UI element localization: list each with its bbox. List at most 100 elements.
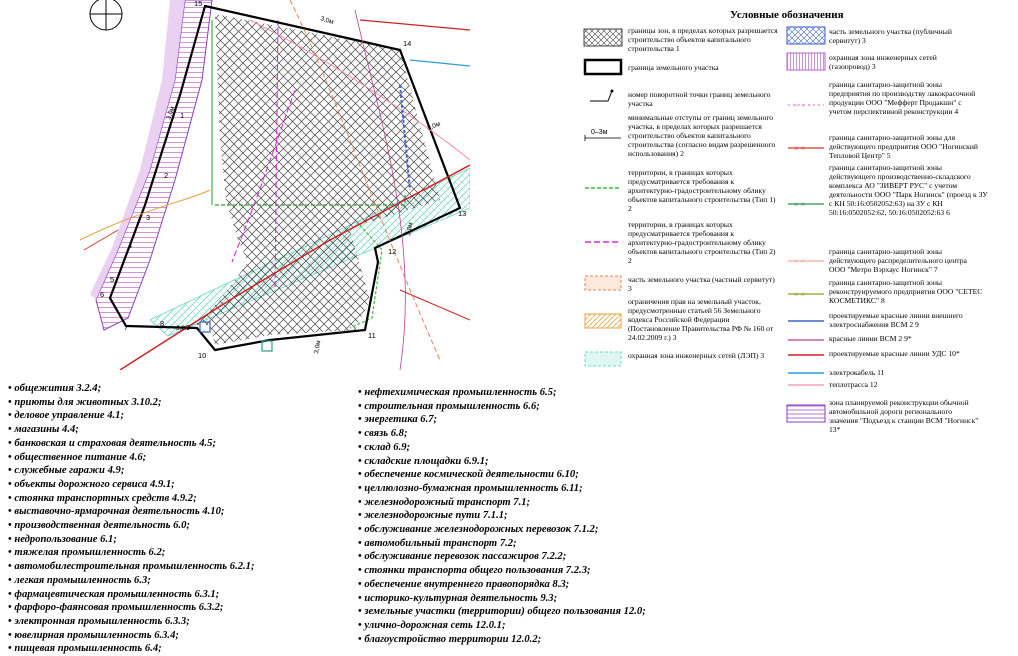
list-item: железнодорожный транспорт 7.1; [358,496,646,510]
point-label: 10 [198,351,206,360]
legend-item: охранная зона инженерных сетей (газопров… [829,53,937,71]
list-item: автомобильный транспорт 7.2; [358,537,646,551]
list-item: целлюлозно-бумажная промышленность 6.11; [358,482,646,496]
legend-item: проектируемые красные линии внешнего эле… [829,311,963,329]
list-item: общежития 3.2.4; [8,382,255,396]
setback-label: 3,0м [319,15,335,26]
point-label: 11 [368,331,376,340]
setback-label: 3,0м [426,121,442,132]
list-item: электронная промышленность 6.3.3; [8,615,255,629]
point-label: 7 [124,323,128,332]
red-line-vsm-icon [788,339,824,341]
list-item: пищевая промышленность 6.4; [8,642,255,656]
szz-meffert-line-icon: × × [788,101,824,110]
legend-item: граница санитарно-защитной зоны реконстр… [829,278,983,305]
legend-item: границы зон, в пределах которых разрешае… [628,26,778,53]
point-label: 2 [164,171,168,180]
public-easement-icon [786,26,826,45]
list-item: производственная деятельность 6.0; [8,519,255,533]
hatch-zone-icon [583,28,623,47]
list-item: общественное питание 4.6; [8,451,255,465]
restriction-icon [584,313,622,329]
point-label: 15 [194,0,202,8]
list-item: приюты для животных 3.10.2; [8,396,255,410]
list-item: благоустройство территории 12.0.2; [358,633,646,647]
setback-label: 3,0м [176,325,190,332]
type1-boundary [215,195,406,206]
point-label: 9 [186,323,190,332]
site-plan-map: 1 2 3 4 5 6 7 8 9 10 11 12 13 14 15 3,0м… [79,0,470,370]
list-item: энергетика 6.7; [358,413,646,427]
heat-line-icon [788,384,824,386]
list-item: выставочно-ярмарочная деятельность 4.10; [8,505,255,519]
red-line-uds-icon [788,354,824,356]
legend-item: граница санитарно-защитной зоны действую… [829,163,988,217]
szz-setes-line-icon: × × [788,290,824,299]
list-item: связь 6.8; [358,427,646,441]
list-item: строительная промышленность 6.6; [358,400,646,414]
cable-line [409,59,470,67]
point-label: 6 [100,290,104,299]
private-easement-icon [584,275,622,291]
list-item: магазины 4.4; [8,423,255,437]
list-item: ювелирная промышленность 6.3.4; [8,629,255,643]
north-arrow-icon [89,0,123,31]
list-item: стоянки транспорта общего пользования 7.… [358,564,646,578]
list-item: тяжелая промышленность 6.2; [8,546,255,560]
point-label: 4 [128,241,132,250]
legend-item: охранная зона инженерных сетей (ЛЭП) 3 [628,351,765,360]
point-label: 5 [110,275,114,284]
setback-label: 3,0м [405,221,414,236]
point-label: 13 [458,209,466,218]
list-item: деловое управление 4.1; [8,409,255,423]
list-item: фарфоро-фаянсовая промышленность 6.3.2; [8,601,255,615]
heat-line [249,19,470,161]
legend-item: граница санитарно-защитной зоны действую… [829,247,967,274]
buildable-zone [195,14,440,345]
legend-item: электрокабель 11 [829,368,885,377]
list-item: складские площадки 6.9.1; [358,455,646,469]
type2-boundary [231,19,296,291]
parcel-boundary-icon [583,58,623,76]
list-item: железнодорожные пути 7.1.1; [358,509,646,523]
structure-icon [261,340,273,352]
setback-label: 3,0м [165,105,176,121]
svg-text:× ×: × × [794,144,805,153]
list-item: объекты дорожного сервиса 4.9.1; [8,478,255,492]
legend-item: граница земельного участка [628,63,719,72]
list-item: обслуживание железнодорожных перевозок 7… [358,523,646,537]
point-label: 14 [403,39,411,48]
legend-item: зона планируемой реконструкции обычной а… [829,398,979,434]
power-zone-icon [584,351,622,367]
svg-text:× ×: × × [794,257,805,266]
list-item: улично-дорожная сеть 12.0.1; [358,619,646,633]
list-item: недропользование 6.1; [8,533,255,547]
turn-point-icon [590,89,614,102]
list-item: стоянка транспортных средств 4.9.2; [8,492,255,506]
permitted-uses-list-left: общежития 3.2.4; приюты для животных 3.1… [8,382,255,656]
legend-item: проектируемые красные линии УДС 10* [829,349,960,358]
legend-item: территории, в границах которых предусмат… [628,220,776,265]
red-line-uds [119,164,470,370]
cable-icon [788,372,824,374]
svg-text:× ×: × × [794,101,805,110]
legend-title: Условные обозначения [730,9,844,21]
type2-line-icon [585,241,621,243]
legend-item: территории, в границах которых предусмат… [628,168,776,213]
legend-item: граница санитарно-защитной зоны предприя… [829,80,976,116]
setback-icon: 0–3м [584,129,621,141]
szz-zivert-line-icon: × × [788,200,824,209]
legend-item: номер поворотной точки границ земельного… [628,90,771,108]
legend-item: красные линии ВСМ 2 9* [829,334,912,343]
list-item: банковская и страховая деятельность 4.5; [8,437,255,451]
legend-item: теплотрасса 12 [829,380,878,389]
road-zone-icon [786,404,826,423]
legend-item: часть земельного участка (частный сервит… [628,275,775,293]
svg-text:× ×: × × [794,200,805,209]
point-label: 3 [146,213,150,222]
setback-label: 3,0м [313,339,322,354]
point-label: 8 [160,319,164,328]
legend-item: минимальные отступы от границ земельного… [628,113,776,158]
list-item: нефтехимическая промышленность 6.5; [358,386,646,400]
list-item: земельные участки (территории) общего по… [358,605,645,619]
